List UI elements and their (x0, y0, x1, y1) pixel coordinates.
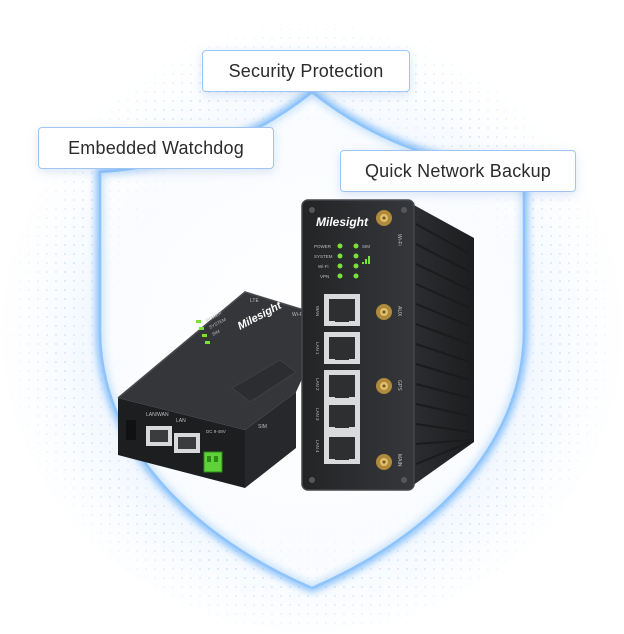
right-aux-antenna (376, 304, 392, 320)
left-mount-slot (126, 420, 136, 440)
left-power-terminal (203, 451, 223, 473)
right-main-antenna (376, 454, 392, 470)
right-status-leds (337, 243, 359, 279)
left-status-leds (196, 320, 210, 344)
heatsink-fins (412, 204, 474, 486)
right-wifi-label: Wi-Fi (396, 234, 402, 246)
left-wifi-label: Wi-Fi (292, 312, 304, 318)
port-label-lan3: LAN 3 (315, 408, 320, 421)
left-lanwan-label: LAN/WAN (146, 412, 169, 418)
antenna-label-gps: GPS (396, 380, 402, 391)
antenna-label-aux: AUX (396, 306, 402, 317)
right-ethernet-ports (324, 294, 360, 464)
right-router: Milesight Wi-Fi POWER SYSTEM Wi-Fi (301, 199, 474, 491)
right-led-vpn: VPN (320, 274, 329, 279)
left-lan-label: LAN (176, 418, 186, 424)
signal-strength-icon (362, 256, 370, 264)
led-label-sim: SIM (211, 329, 221, 337)
right-led-wifi: Wi-Fi (318, 264, 329, 269)
feature-embedded-watchdog: Embedded Watchdog (38, 127, 274, 169)
port-label-lan4: LAN 4 (315, 440, 320, 453)
left-lte-label: LTE (250, 298, 259, 304)
right-brand-logo: Milesight (316, 215, 369, 229)
left-ethernet-port-1 (146, 426, 172, 446)
antenna-label-main: MAIN (396, 454, 402, 467)
left-sim-label: SIM (258, 424, 267, 430)
left-ethernet-port-2 (174, 433, 200, 453)
right-led-power: POWER (314, 244, 332, 249)
left-power-label: DC 9-48V (206, 429, 226, 434)
feature-security-protection: Security Protection (202, 50, 410, 92)
port-label-lan1: LAN 1 (315, 342, 320, 355)
feature-quick-network-backup: Quick Network Backup (340, 150, 576, 192)
right-gps-antenna (376, 378, 392, 394)
right-led-system: SYSTEM (314, 254, 333, 259)
port-label-lan2: LAN 2 (315, 378, 320, 391)
right-wifi-antenna (376, 210, 392, 226)
right-sim-label: SIM (362, 244, 370, 249)
port-label-wan: WAN (315, 306, 320, 316)
